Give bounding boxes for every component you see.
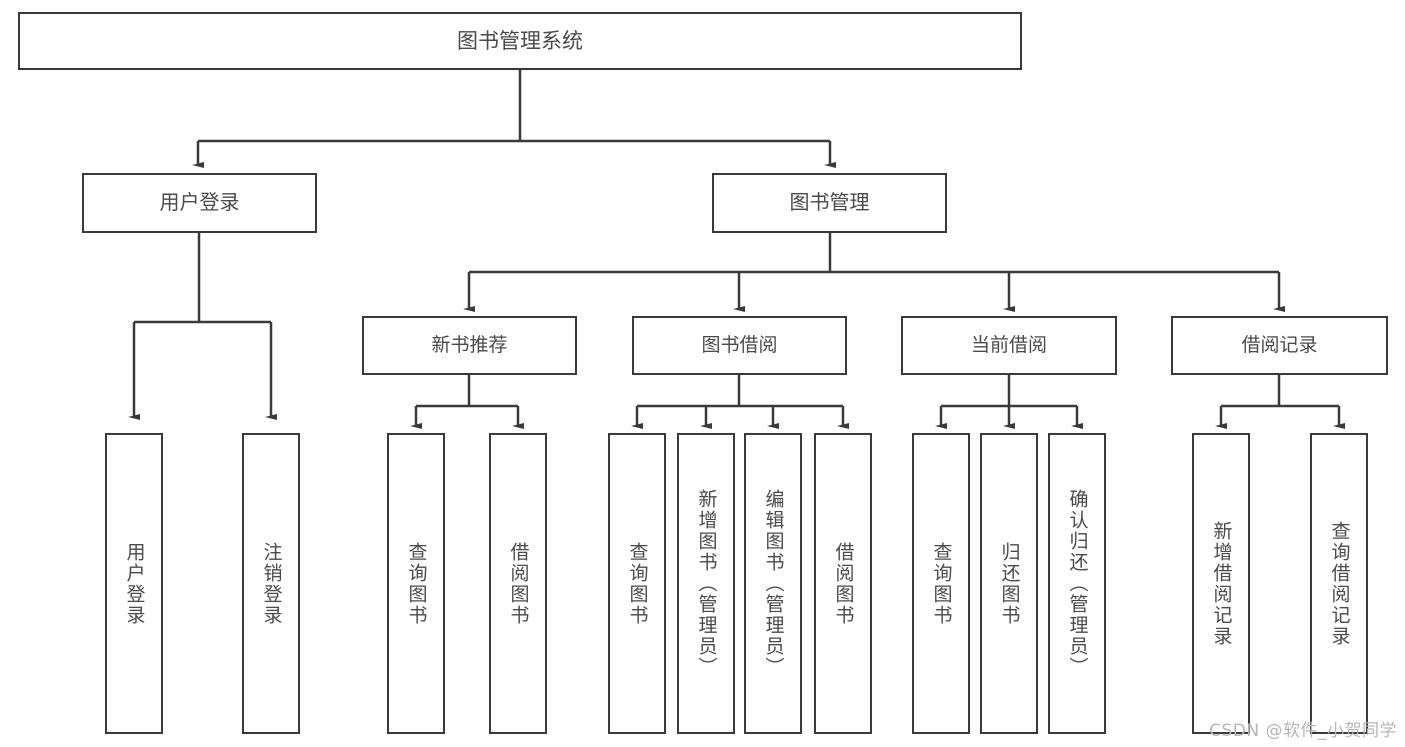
node-label: 查询图书 xyxy=(626,541,649,626)
node-label: 用户登录 xyxy=(159,190,240,215)
node-book-management[interactable]: 图书管理 xyxy=(712,173,947,233)
leaf-user-login-login[interactable]: 用户登录 xyxy=(105,433,163,734)
leaf-book-borrow-query[interactable]: 查询图书 xyxy=(608,433,666,734)
node-label: 新书推荐 xyxy=(431,334,508,357)
leaf-book-borrow-edit[interactable]: 编辑图书（管理员） xyxy=(744,433,802,734)
node-label: 图书借阅 xyxy=(701,334,778,357)
node-current-borrow[interactable]: 当前借阅 xyxy=(901,316,1117,375)
node-new-book-recommend[interactable]: 新书推荐 xyxy=(362,316,577,375)
csdn-watermark: CSDN @软件_小贺同学 xyxy=(1209,721,1397,741)
leaf-current-borrow-query[interactable]: 查询图书 xyxy=(912,433,970,734)
node-label: 确认归还（管理员） xyxy=(1066,489,1089,678)
node-label: 图书管理系统 xyxy=(457,28,583,53)
leaf-borrow-record-add[interactable]: 新增借阅记录 xyxy=(1192,433,1250,734)
leaf-new-book-query[interactable]: 查询图书 xyxy=(387,433,445,734)
node-borrow-record[interactable]: 借阅记录 xyxy=(1171,316,1388,375)
node-label: 归还图书 xyxy=(998,541,1021,626)
leaf-user-login-logout[interactable]: 注销登录 xyxy=(242,433,300,734)
leaf-borrow-record-query[interactable]: 查询借阅记录 xyxy=(1310,433,1368,734)
node-label: 编辑图书（管理员） xyxy=(762,489,785,678)
leaf-book-borrow-add[interactable]: 新增图书（管理员） xyxy=(677,433,735,734)
node-label: 借阅记录 xyxy=(1241,334,1318,357)
leaf-current-borrow-return[interactable]: 归还图书 xyxy=(980,433,1038,734)
node-label: 查询图书 xyxy=(930,541,953,626)
node-label: 借阅图书 xyxy=(832,541,855,626)
leaf-new-book-borrow[interactable]: 借阅图书 xyxy=(489,433,547,734)
node-label: 新增借阅记录 xyxy=(1210,520,1233,647)
leaf-current-borrow-confirm-return[interactable]: 确认归还（管理员） xyxy=(1048,433,1106,734)
node-book-management-system[interactable]: 图书管理系统 xyxy=(18,12,1022,70)
leaf-book-borrow-borrow[interactable]: 借阅图书 xyxy=(814,433,872,734)
node-book-borrow[interactable]: 图书借阅 xyxy=(632,316,847,375)
node-label: 查询图书 xyxy=(405,541,428,626)
node-label: 新增图书（管理员） xyxy=(695,489,718,678)
node-label: 注销登录 xyxy=(260,541,283,626)
node-label: 用户登录 xyxy=(123,541,146,626)
node-user-login[interactable]: 用户登录 xyxy=(82,173,317,233)
node-label: 图书管理 xyxy=(789,190,870,215)
node-label: 当前借阅 xyxy=(970,334,1047,357)
node-label: 查询借阅记录 xyxy=(1328,520,1351,647)
node-label: 借阅图书 xyxy=(507,541,530,626)
